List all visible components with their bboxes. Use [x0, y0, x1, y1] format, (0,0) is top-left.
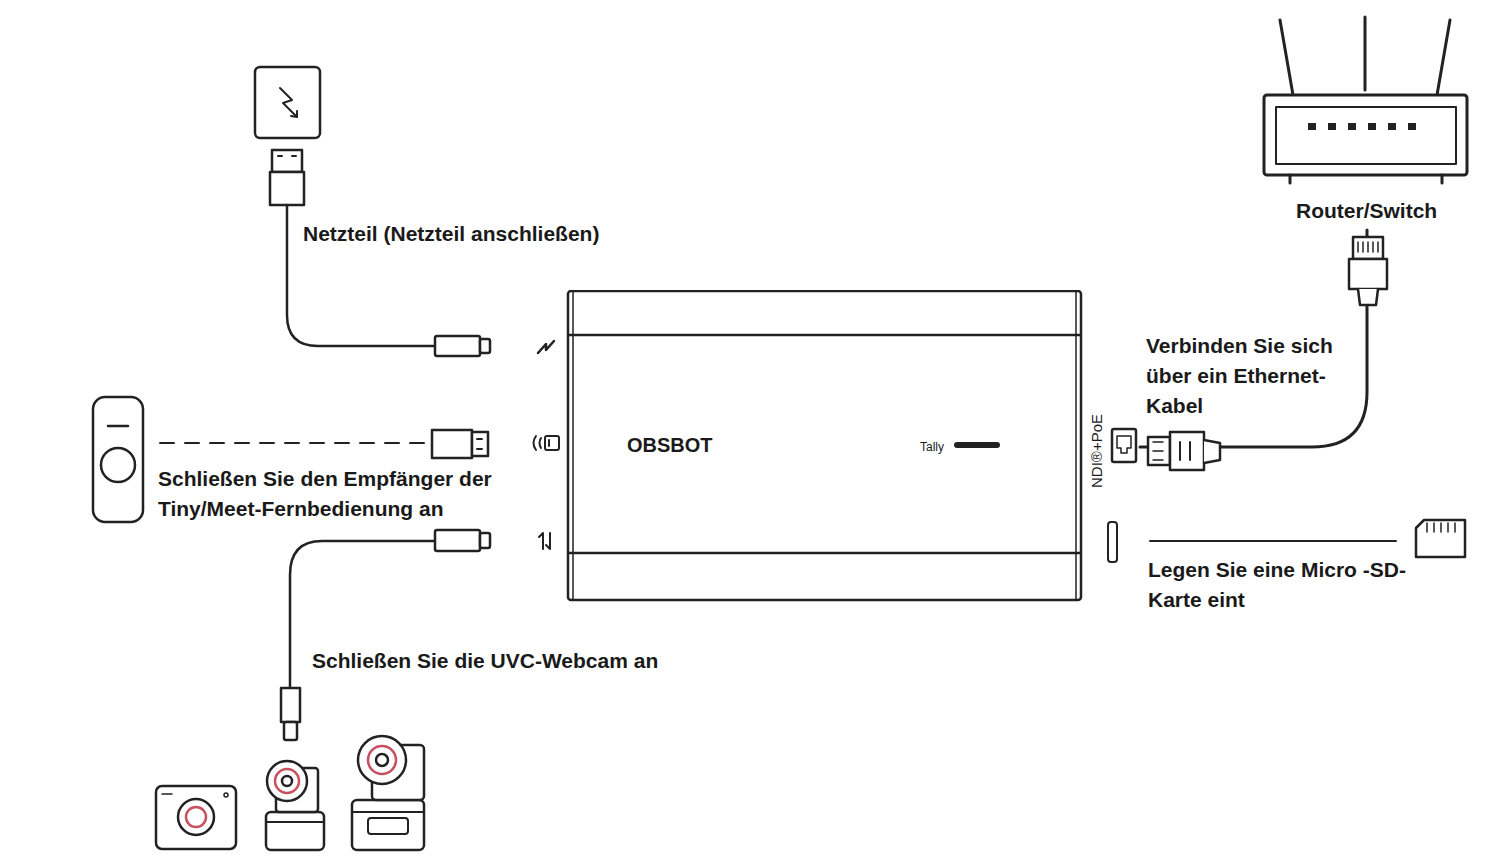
remote-label: Schließen Sie den Empfänger der Tiny/Mee… — [158, 464, 568, 524]
usb-c-cable — [281, 530, 490, 740]
ethernet-label: Verbinden Sie sich über ein Ethernet-Kab… — [1146, 331, 1346, 421]
device-body — [568, 291, 1136, 600]
device-node: OBSBOT Tally — [565, 290, 1140, 602]
port-label: NDI®+PoE — [1088, 414, 1106, 488]
router-led — [1408, 123, 1416, 130]
power-symbol — [538, 341, 554, 353]
webcam-label: Schließen Sie die UVC-Webcam an — [312, 646, 658, 676]
wireless-link — [160, 442, 425, 444]
sd-label: Legen Sie eine Micro -SD-Karte eint — [1148, 555, 1416, 615]
router-led — [1308, 123, 1316, 130]
ethernet-plug-router — [1349, 237, 1387, 305]
receiver-symbol — [534, 436, 560, 450]
antennas — [1280, 17, 1450, 95]
webcam-tail — [156, 786, 236, 849]
router-feet — [1290, 175, 1442, 183]
webcam-ptz — [352, 736, 424, 850]
router-led — [1368, 123, 1376, 130]
router-panel — [1276, 107, 1456, 164]
node-shape — [1262, 15, 1472, 230]
webcam-tiny — [266, 761, 324, 850]
sd-slot — [1108, 522, 1117, 562]
router-led — [1328, 123, 1336, 130]
device-edges — [568, 335, 1081, 553]
power-adapter — [255, 67, 320, 205]
router-led — [1388, 123, 1396, 130]
data-symbol — [539, 533, 550, 549]
remote-control — [93, 397, 143, 522]
router-label: Router/Switch — [1296, 197, 1437, 224]
device-housing — [568, 291, 1081, 600]
router-icon — [1264, 17, 1467, 183]
router-led — [1348, 123, 1356, 130]
tally-label: Tally — [920, 438, 944, 456]
tally-light — [957, 442, 997, 448]
micro-sd — [1150, 520, 1465, 557]
brand-name: OBSBOT — [627, 432, 713, 458]
power-label: Netzteil (Netzteil anschließen) — [303, 219, 599, 249]
ethernet-port — [1112, 429, 1136, 462]
usb-receiver — [432, 430, 488, 458]
router-node: Router/Switch — [1262, 15, 1472, 230]
port-inner — [1117, 436, 1131, 453]
ethernet-cable — [1140, 230, 1367, 447]
device-caps — [573, 291, 1076, 600]
router-housing — [1264, 95, 1467, 175]
ethernet-plug-device — [1148, 432, 1220, 470]
